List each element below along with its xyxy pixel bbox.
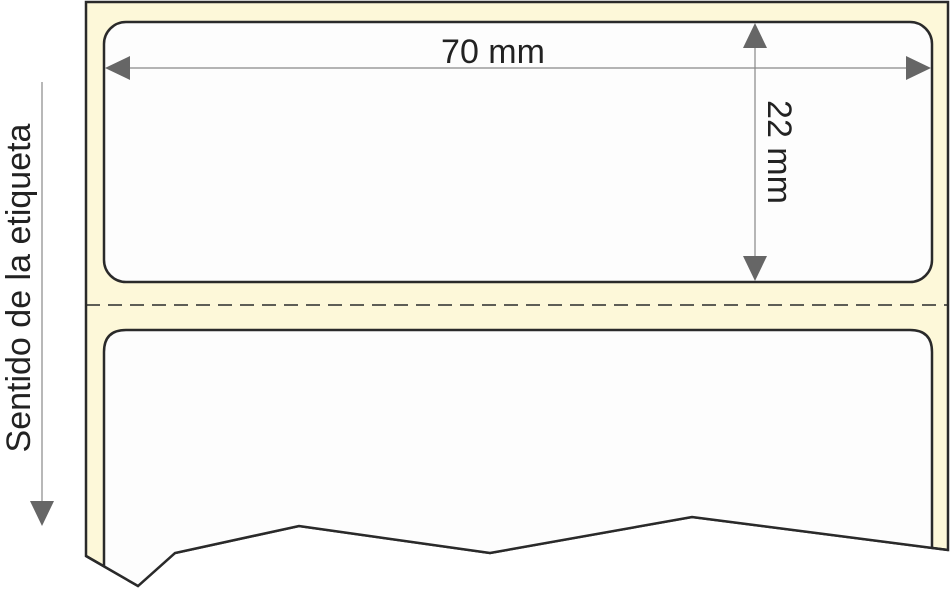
direction-arrow-icon <box>30 501 54 526</box>
tear-line <box>85 515 949 588</box>
arrow-down-icon <box>743 256 767 281</box>
width-label: 70 mm <box>441 33 545 71</box>
label-1 <box>102 20 934 284</box>
label-2 <box>104 330 932 586</box>
direction-label: Sentido de la etiqueta <box>0 123 38 452</box>
height-label: 22 mm <box>760 100 798 204</box>
arrow-left-icon <box>105 56 130 80</box>
arrow-right-icon <box>906 56 931 80</box>
label-2-outline <box>102 328 934 566</box>
arrow-up-icon <box>743 23 767 48</box>
